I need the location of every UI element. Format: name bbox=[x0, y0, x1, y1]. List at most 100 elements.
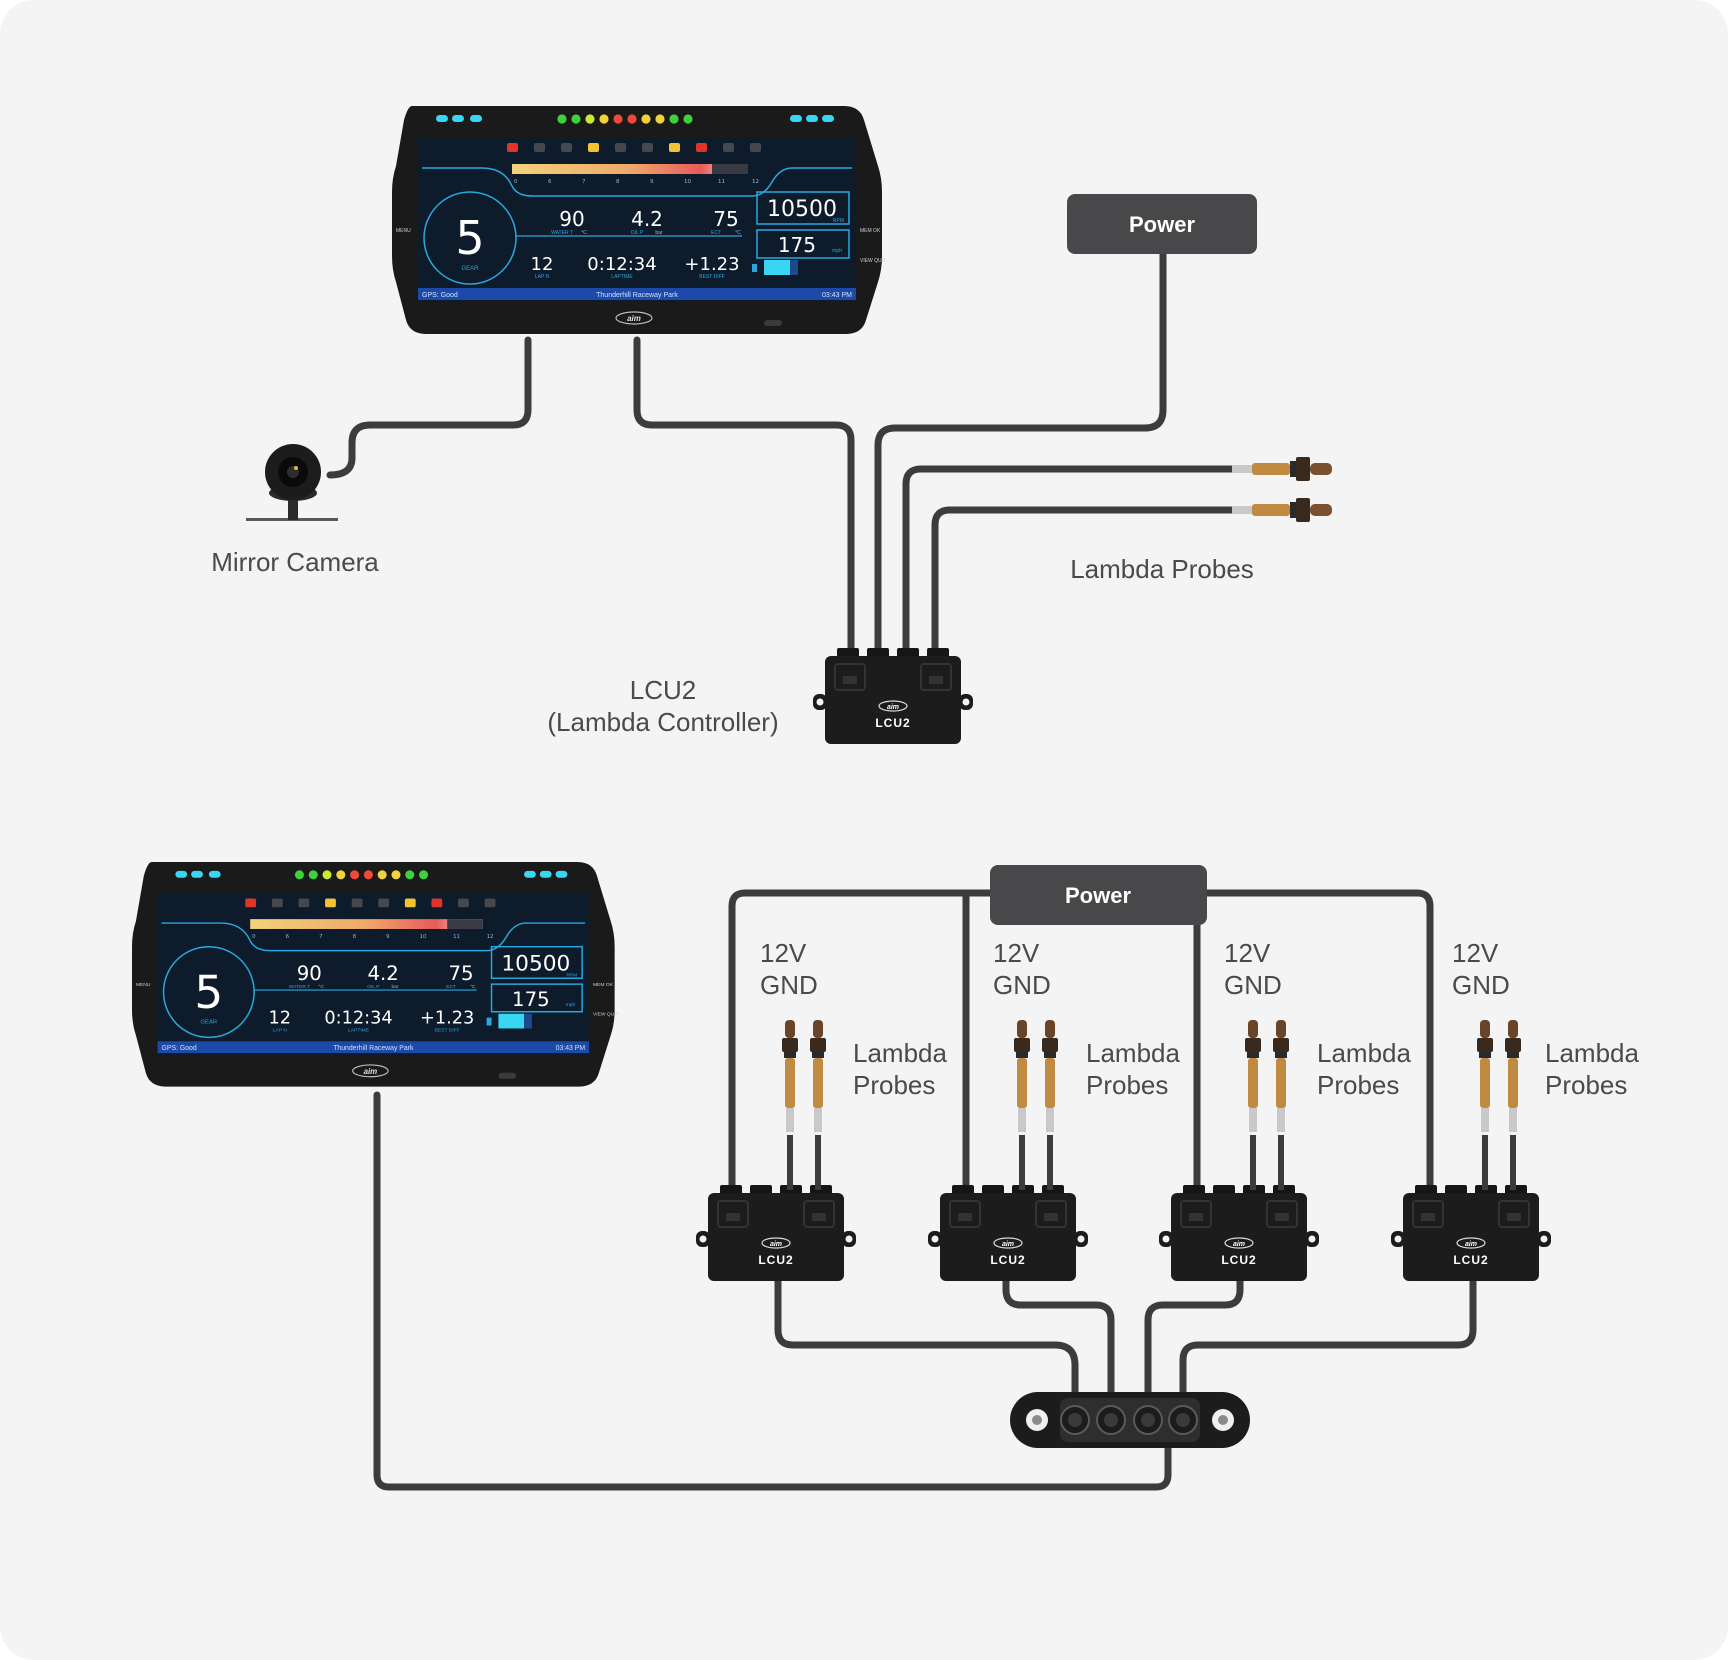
led bbox=[191, 870, 203, 878]
channel-unit: °C bbox=[470, 984, 476, 990]
expansion-hub bbox=[1010, 1392, 1250, 1448]
usb-slot bbox=[498, 1072, 517, 1079]
rpm-unit: RPM bbox=[566, 972, 577, 978]
lambda-probe bbox=[782, 1020, 798, 1132]
shift-led bbox=[627, 114, 637, 124]
aim-logo bbox=[993, 1237, 1023, 1249]
warning-icon bbox=[245, 898, 257, 908]
lcu-label-line2: (Lambda Controller) bbox=[547, 707, 778, 737]
view-button-label: VIEW QUIT bbox=[860, 258, 886, 264]
rpm-scale-label: 7 bbox=[319, 934, 322, 940]
warning-icon bbox=[431, 898, 443, 908]
ground-label: GND bbox=[760, 970, 818, 1000]
view-button-label: VIEW QUIT bbox=[593, 1012, 619, 1018]
channel-unit: °C bbox=[735, 230, 741, 236]
lambda-probe bbox=[1014, 1020, 1030, 1132]
lambda-probe bbox=[1232, 498, 1332, 522]
lap-value: +1.23 bbox=[420, 1009, 474, 1029]
probes-label-line2: Probes bbox=[1317, 1070, 1399, 1100]
lcu4-hub-cable bbox=[1179, 1271, 1477, 1419]
track-name: Thunderhill Raceway Park bbox=[596, 292, 678, 299]
menu-button-label: MENU bbox=[136, 982, 151, 988]
lap-label: BEST DIFF bbox=[435, 1027, 460, 1033]
top-power-box: Power bbox=[1067, 194, 1257, 254]
rpm-scale-label: 8 bbox=[616, 179, 620, 185]
warning-icon bbox=[723, 143, 734, 152]
power-to-lcu-cable bbox=[874, 248, 1167, 652]
lambda-probe bbox=[810, 1020, 826, 1132]
aim-logo bbox=[615, 311, 653, 325]
bottom-cables bbox=[373, 889, 1477, 1491]
rpm-scale-label: 12 bbox=[487, 934, 494, 940]
gear-value: 5 bbox=[455, 211, 484, 265]
lambda-probe bbox=[1273, 1020, 1289, 1132]
lambda-probe bbox=[1232, 457, 1332, 481]
lap-label: LAPTIME bbox=[348, 1027, 370, 1033]
rpm-value: 10500 bbox=[767, 197, 837, 222]
speed-unit: mph bbox=[832, 248, 842, 254]
channel-label: OIL P bbox=[631, 230, 644, 236]
ground-label: GND bbox=[993, 970, 1051, 1000]
shift-led bbox=[350, 870, 360, 880]
lcu3-hub-cable bbox=[1144, 1271, 1244, 1419]
mirror-camera-icon bbox=[246, 444, 338, 521]
speed-box bbox=[490, 983, 583, 1013]
rpm-scale-label: 8 bbox=[353, 934, 357, 940]
shift-led bbox=[655, 114, 665, 124]
status-bar bbox=[418, 288, 856, 300]
usb-slot bbox=[764, 320, 782, 326]
aim-logo-text: aim bbox=[770, 1241, 782, 1248]
speed-unit: mph bbox=[566, 1002, 576, 1008]
top-cables bbox=[326, 248, 1236, 652]
rpm-bar bbox=[512, 164, 748, 174]
shift-led bbox=[683, 114, 693, 124]
menu-button-label: MENU bbox=[396, 228, 411, 234]
lcu-label-line1: LCU2 bbox=[630, 675, 696, 705]
aim-logo-text: aim bbox=[1002, 1241, 1014, 1248]
lcu1-hub-cable bbox=[774, 1271, 1079, 1419]
warning-icon bbox=[750, 143, 761, 152]
lcu-model-text: LCU2 bbox=[875, 716, 910, 730]
camera-cable bbox=[326, 336, 532, 479]
shift-led bbox=[377, 870, 387, 880]
shift-led bbox=[613, 114, 623, 124]
warning-icon bbox=[534, 143, 545, 152]
led bbox=[822, 115, 834, 122]
rpm-scale-label: 0 bbox=[252, 934, 256, 940]
warning-icon bbox=[507, 143, 518, 152]
voltage-label: 12V bbox=[760, 938, 807, 968]
top-probes-label: Lambda Probes bbox=[1070, 554, 1254, 584]
shift-led bbox=[294, 870, 304, 880]
rpm-scale-label: 0 bbox=[514, 179, 518, 185]
speed-value: 175 bbox=[778, 233, 816, 257]
warning-icon bbox=[588, 143, 599, 152]
gear-label: GEAR bbox=[200, 1020, 217, 1026]
led bbox=[524, 870, 536, 878]
lap-label: BEST DIFF bbox=[699, 274, 724, 280]
channel-label: WATER T bbox=[289, 984, 310, 990]
lcu-model-text: LCU2 bbox=[990, 1253, 1025, 1267]
ground-label: GND bbox=[1452, 970, 1510, 1000]
rpm-scale-label: 10 bbox=[420, 934, 427, 940]
warning-icon bbox=[271, 898, 283, 908]
shift-led bbox=[557, 114, 567, 124]
rpm-box bbox=[490, 945, 583, 979]
warning-icon bbox=[642, 143, 653, 152]
aim-logo-text: aim bbox=[364, 1067, 378, 1076]
led bbox=[806, 115, 818, 122]
lcu-model-text: LCU2 bbox=[1453, 1253, 1488, 1267]
probes-label-line1: Lambda bbox=[853, 1038, 947, 1068]
speed-value: 175 bbox=[512, 988, 550, 1011]
status-bar bbox=[157, 1041, 590, 1054]
shift-led bbox=[585, 114, 595, 124]
aim-logo bbox=[1456, 1237, 1486, 1249]
voltage-label: 12V bbox=[993, 938, 1040, 968]
rpm-scale-label: 6 bbox=[286, 934, 290, 940]
shift-led bbox=[599, 114, 609, 124]
warning-icon bbox=[378, 898, 390, 908]
probes-label-line1: Lambda bbox=[1545, 1038, 1639, 1068]
